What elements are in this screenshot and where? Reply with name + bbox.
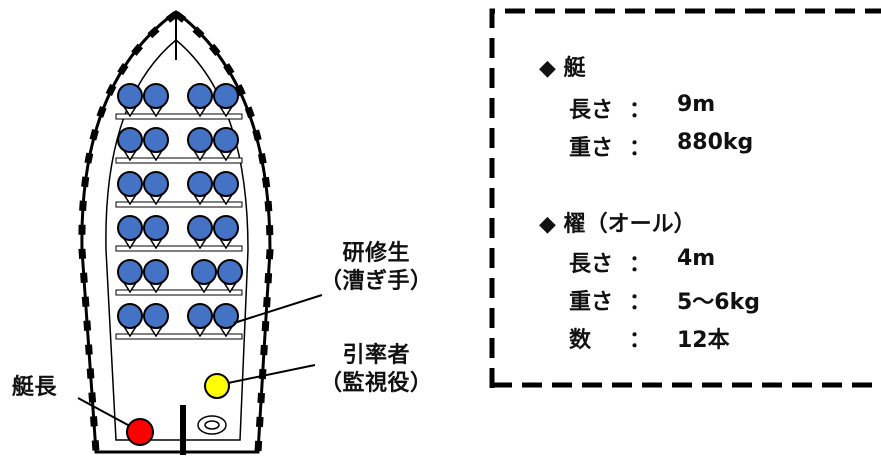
rower-marker [143, 303, 169, 338]
rower-marker [143, 215, 169, 250]
boat-weight-row: 重さ ： 880kg [569, 130, 753, 162]
bench [115, 333, 243, 340]
spec-value: 9m [677, 92, 716, 117]
bench [115, 289, 243, 296]
rower-group [117, 83, 243, 338]
spec-value: 5～6kg [677, 290, 760, 315]
rower-marker [143, 83, 169, 118]
rope-coil-inner [204, 420, 220, 430]
spec-sep: ： [629, 328, 652, 353]
rower-marker [213, 83, 239, 118]
rower-marker [117, 127, 143, 162]
rower-marker [117, 259, 143, 294]
rower-marker [213, 303, 239, 338]
rower-marker [213, 127, 239, 162]
boat-gunwale [78, 11, 274, 453]
supervisor-leader-line [227, 364, 316, 384]
boat-spec-heading: ◆ 艇 [539, 50, 586, 82]
rope-coil [197, 415, 227, 435]
spec-key: 数 [569, 328, 592, 353]
bench [115, 157, 243, 164]
rower-marker [191, 259, 217, 294]
spec-key: 長さ [569, 98, 614, 123]
rower-marker [187, 127, 213, 162]
oar-count-row: 数 ： 12本 [569, 322, 730, 354]
rower-marker [217, 259, 243, 294]
rowers-label-line2: （漕ぎ手） [320, 268, 433, 294]
rower-marker [213, 171, 239, 206]
bench-group [115, 113, 243, 340]
spec-sep: ： [629, 290, 652, 315]
rowers-label-line1: 研修生 [342, 241, 411, 266]
rower-marker [143, 171, 169, 206]
rower-marker [187, 83, 213, 118]
supervisor-label: 引率者 （監視役） [320, 342, 433, 397]
rower-marker [213, 215, 239, 250]
spec-sep: ： [629, 98, 652, 123]
captain-marker [126, 418, 154, 446]
oar-spec-heading: ◆ 櫂（オール） [539, 206, 696, 238]
rower-marker [117, 303, 143, 338]
rower-marker [117, 215, 143, 250]
boat-spec-title: 艇 [563, 56, 586, 81]
captain-leader-line [77, 397, 129, 426]
spec-key: 重さ [569, 290, 614, 315]
specs-dashed-border [489, 8, 881, 388]
spec-key: 長さ [569, 252, 614, 277]
oar-length-row: 長さ ： 4m [569, 246, 715, 278]
oar-spec-title: 櫂（オール） [563, 212, 696, 237]
spec-value: 4m [677, 246, 716, 271]
rower-marker [117, 171, 143, 206]
oar-weight-row: 重さ ： 5～6kg [569, 284, 760, 316]
rower-marker [143, 259, 169, 294]
rower-marker [187, 215, 213, 250]
rower-marker [187, 171, 213, 206]
spec-value: 12本 [677, 328, 730, 353]
supervisor-label-line1: 引率者 [342, 343, 411, 368]
diamond-icon: ◆ [539, 56, 556, 81]
supervisor-marker [204, 373, 230, 399]
spec-value: 880kg [677, 130, 754, 155]
spec-key: 重さ [569, 136, 614, 161]
rowers-leader-line [233, 294, 323, 324]
rowers-label: 研修生 （漕ぎ手） [320, 240, 433, 295]
specs-panel: ◆ 艇 長さ ： 9m 重さ ： 880kg ◆ 櫂（オール） 長さ ： 4m … [489, 8, 881, 388]
bench [115, 245, 243, 252]
diamond-icon: ◆ [539, 212, 556, 237]
captain-label: 艇長 [12, 375, 58, 400]
boat-length-row: 長さ ： 9m [569, 92, 715, 124]
rower-marker [117, 83, 143, 118]
rower-marker [143, 127, 169, 162]
bench [115, 113, 243, 120]
stern-post [180, 405, 186, 455]
spec-sep: ： [629, 252, 652, 277]
supervisor-label-line2: （監視役） [320, 370, 433, 396]
rower-marker [187, 303, 213, 338]
spec-sep: ： [629, 136, 652, 161]
bench [115, 201, 243, 208]
